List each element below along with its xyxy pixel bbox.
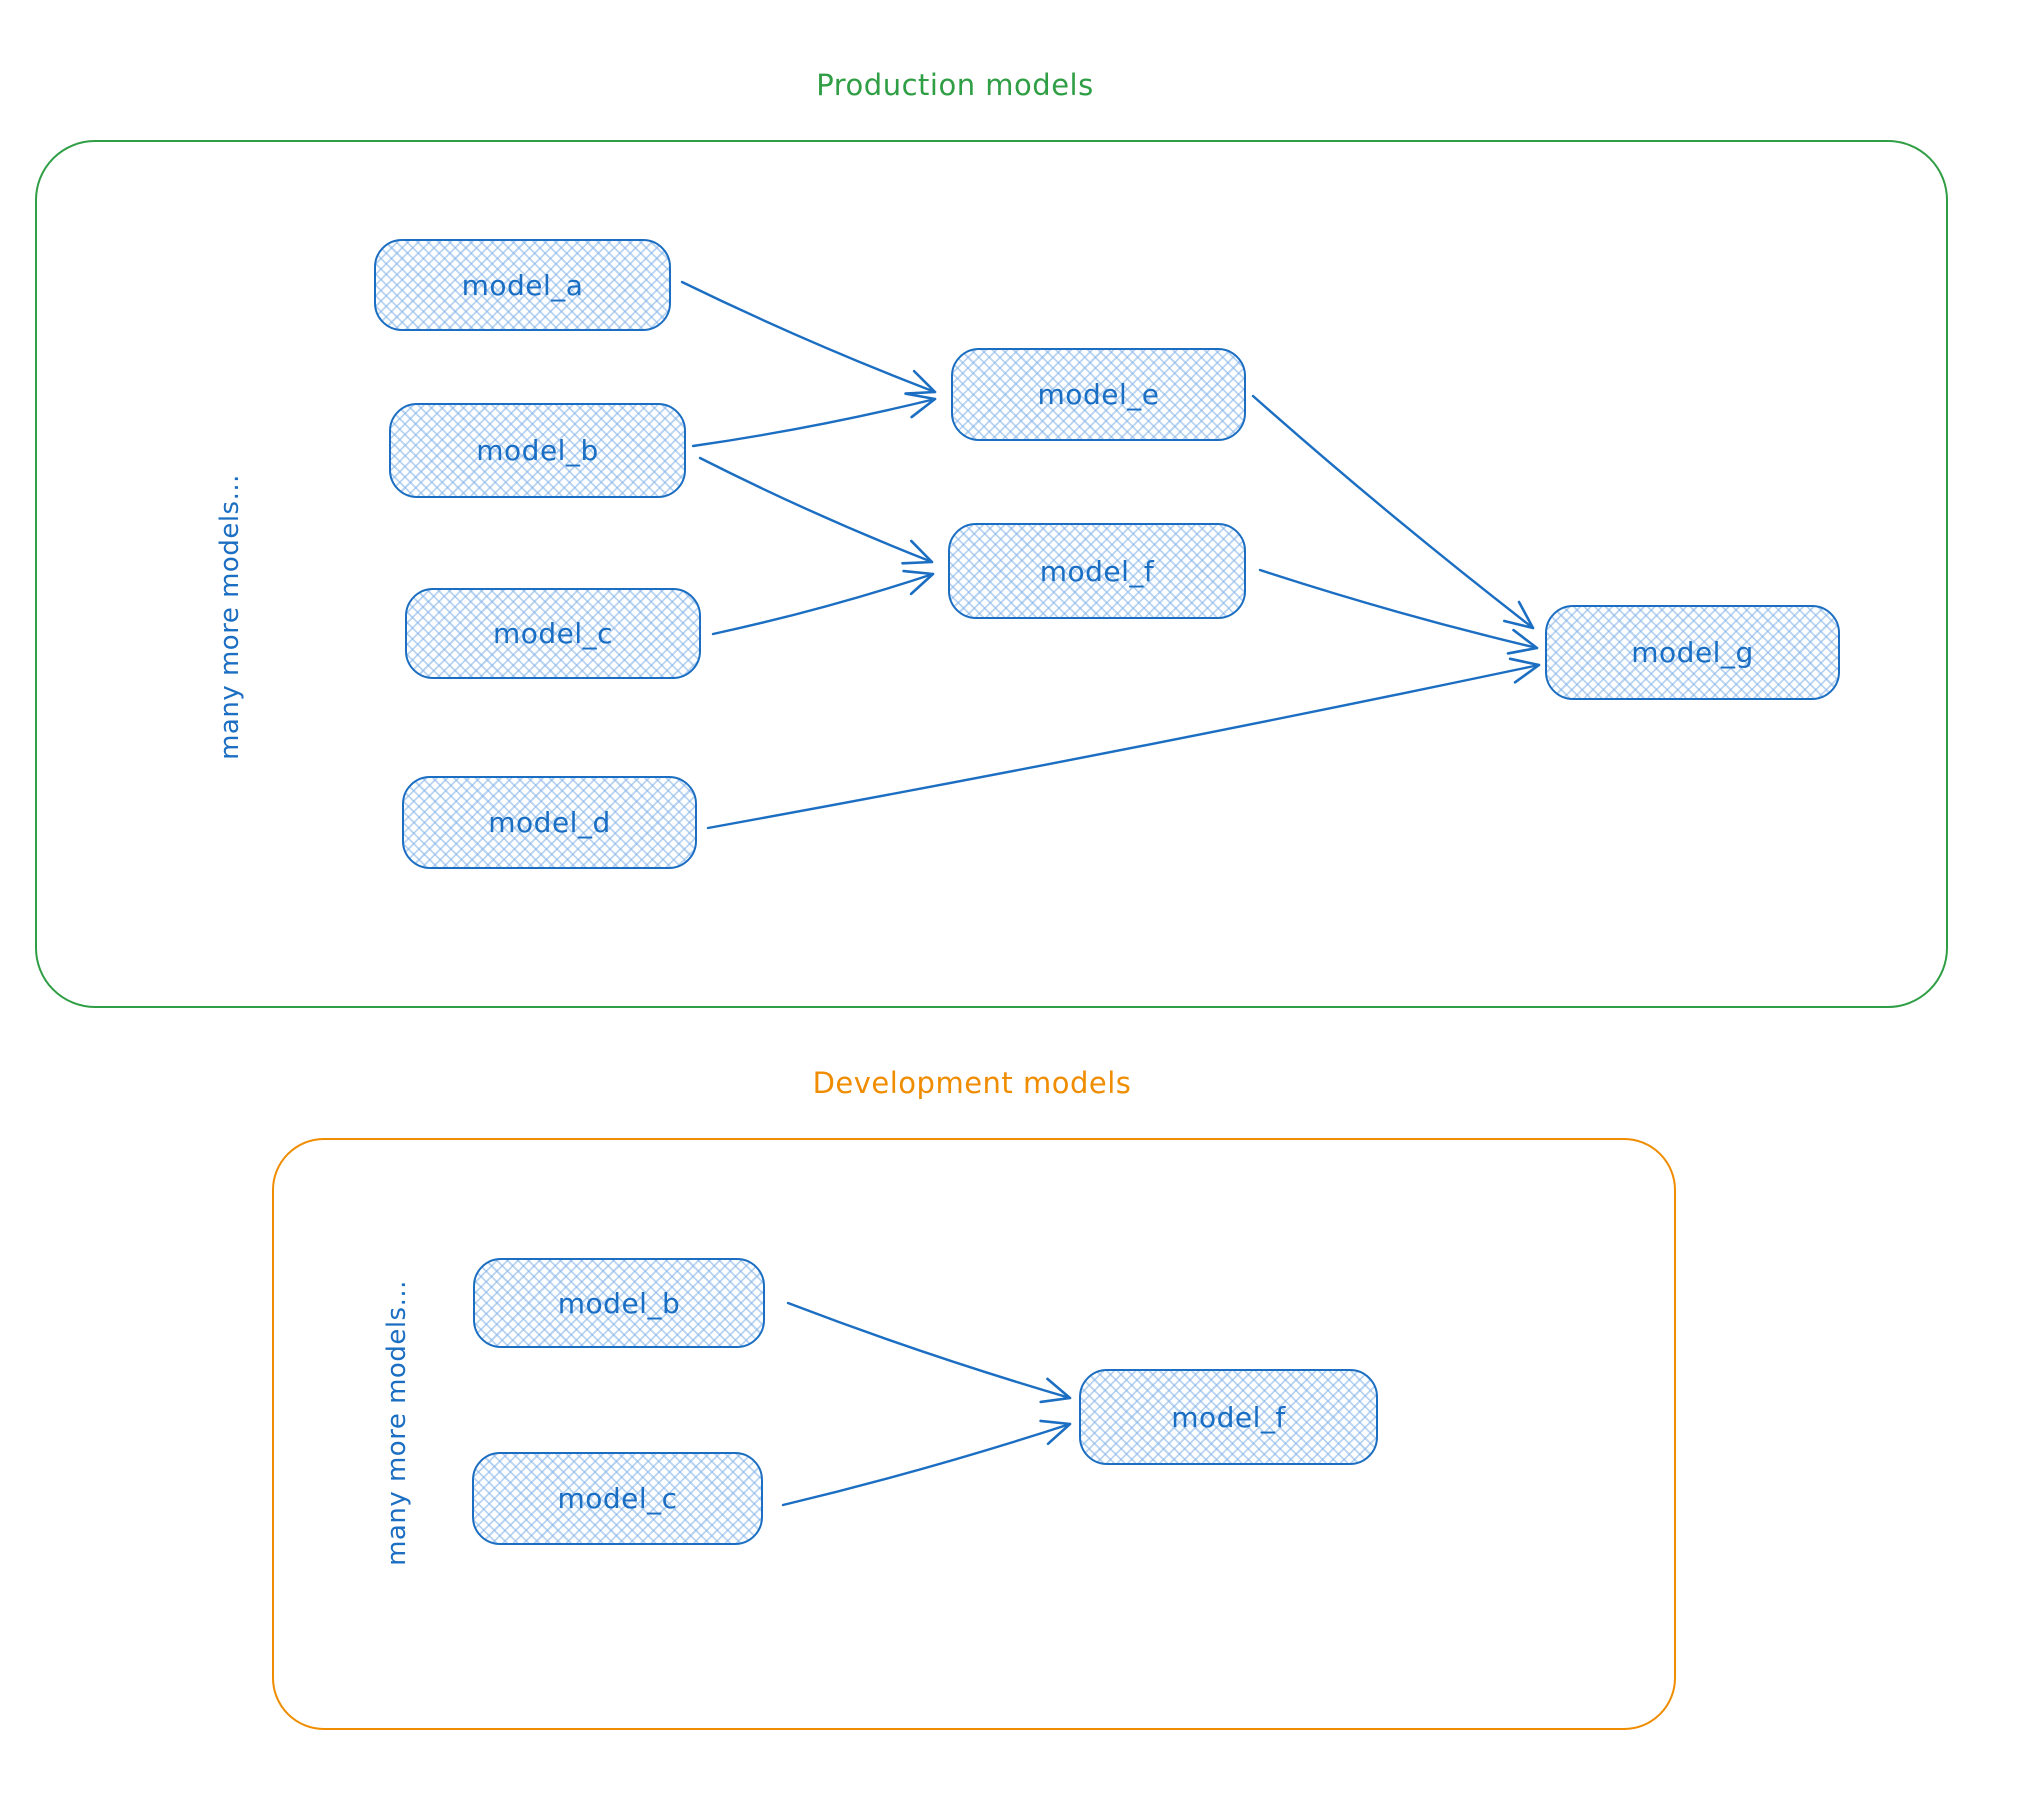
- development-title: Development models: [812, 1066, 1132, 1100]
- development-frame: [272, 1138, 1676, 1730]
- production-node-model_c: model_c: [405, 588, 701, 679]
- production-title: Production models: [816, 68, 1094, 102]
- production-node-model_a: model_a: [374, 239, 671, 331]
- development-node-model_b: model_b: [473, 1258, 765, 1348]
- production-frame: [35, 140, 1948, 1008]
- production-node-model_g: model_g: [1545, 605, 1840, 700]
- development-side-label: many more models...: [382, 1280, 412, 1566]
- production-node-model_e: model_e: [951, 348, 1246, 441]
- development-node-model_f: model_f: [1079, 1369, 1378, 1465]
- production-side-label: many more models...: [215, 474, 245, 760]
- production-node-model_f: model_f: [948, 523, 1246, 619]
- development-node-model_c: model_c: [472, 1452, 763, 1545]
- production-node-model_d: model_d: [402, 776, 697, 869]
- production-node-model_b: model_b: [389, 403, 686, 498]
